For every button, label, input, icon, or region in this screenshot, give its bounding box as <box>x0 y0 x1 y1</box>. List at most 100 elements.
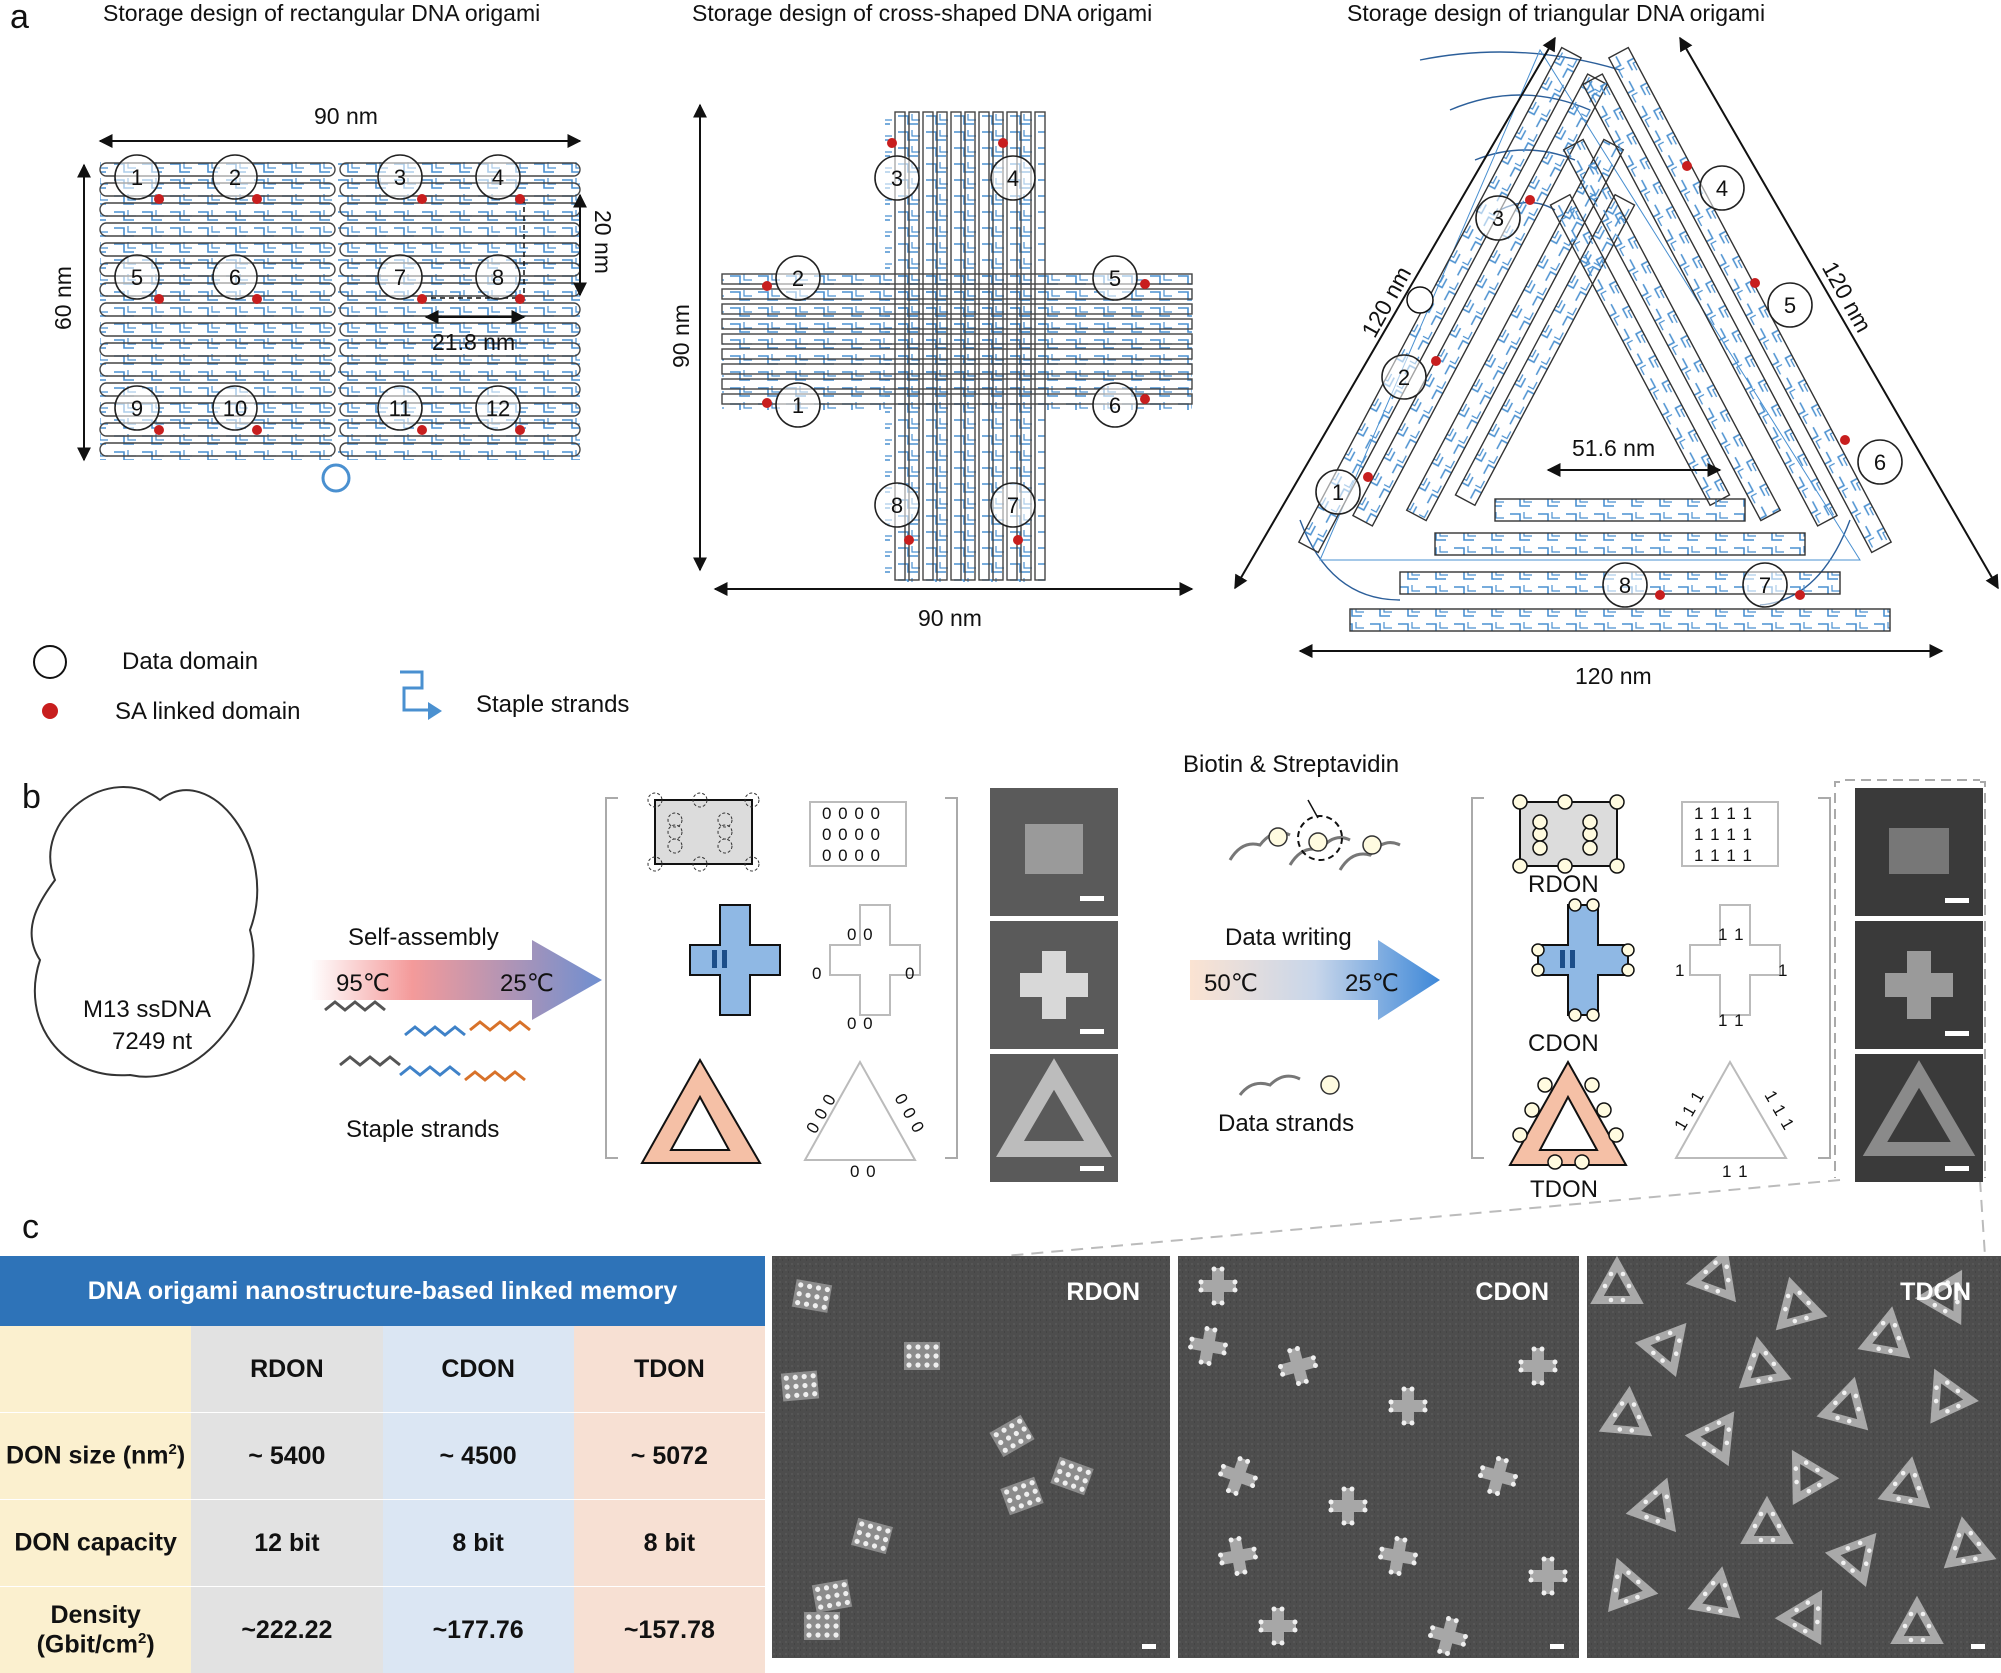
table-row: Density (Gbit/cm2) ~222.22 ~177.76 ~157.… <box>0 1587 765 1673</box>
m13-line2: 7249 nt <box>112 1030 192 1054</box>
svg-text:8: 8 <box>492 265 504 290</box>
svg-text:11: 11 <box>389 396 412 421</box>
svg-text:2: 2 <box>229 165 241 190</box>
write-hot: 50℃ <box>1204 972 1258 996</box>
tri-inner-label: 51.6 nm <box>1572 437 1655 460</box>
staple-label: Staple strands <box>346 1118 499 1142</box>
svg-text:1: 1 <box>792 393 804 418</box>
legend-sa-domain: SA linked domain <box>115 700 300 724</box>
cross-one-right: 1 <box>1778 962 1788 979</box>
table-header-rdon: RDON <box>191 1326 382 1413</box>
cross-zero-top: 0 0 <box>847 926 874 943</box>
tri-bar-bottom-2 <box>1435 533 1805 555</box>
svg-text:7: 7 <box>394 265 406 290</box>
density-tdon: ~157.78 <box>574 1587 765 1673</box>
afm-thumb-tri-written <box>1855 1054 1983 1182</box>
afm-image-tdon-label: TDON <box>1900 1278 1971 1307</box>
rect-width-label: 90 nm <box>314 105 378 128</box>
afm-image-tdon: TDON <box>1587 1256 2001 1658</box>
legend-staple: Staple strands <box>476 693 629 717</box>
rect-zero-row-1: 0 0 0 0 <box>822 805 881 822</box>
size-tdon: ~ 5072 <box>574 1413 765 1500</box>
afm-thumb-rect-written <box>1855 788 1983 916</box>
density-rdon: ~222.22 <box>191 1587 382 1673</box>
tri-bar-right-inner <box>1564 139 1781 520</box>
m13-line1: M13 ssDNA <box>83 998 211 1022</box>
svg-text:10: 10 <box>223 396 247 421</box>
afm-image-rdon: RDON <box>772 1256 1170 1658</box>
svg-text:6: 6 <box>229 265 241 290</box>
svg-text:6: 6 <box>1109 393 1121 418</box>
tri-zero-bottom: 0 0 <box>850 1163 877 1180</box>
svg-text:7: 7 <box>1759 573 1771 598</box>
afm-thumb-cross-blank <box>990 921 1118 1049</box>
rect-vspacing-label: 20 nm <box>591 210 614 274</box>
sa-domain-icon <box>42 703 58 719</box>
capacity-rdon: 12 bit <box>191 1500 382 1587</box>
svg-text:4: 4 <box>1007 166 1019 191</box>
rdon-label: RDON <box>1528 873 1599 897</box>
biotin-label: Biotin & Streptavidin <box>1183 753 1399 777</box>
svg-text:4: 4 <box>1716 176 1728 201</box>
rect-title: Storage design of rectangular DNA origam… <box>103 2 540 25</box>
cross-title: Storage design of cross-shaped DNA origa… <box>692 2 1152 25</box>
staple-strand-icon <box>400 672 430 710</box>
cross-zero-bottom: 0 0 <box>847 1015 874 1032</box>
write-cool: 25℃ <box>1345 972 1399 996</box>
cross-zero-right: 0 <box>905 965 915 982</box>
tri-bottom-label: 120 nm <box>1575 665 1652 688</box>
svg-text:9: 9 <box>131 396 143 421</box>
row-label-size: DON size (nm2) <box>0 1413 191 1500</box>
memory-table: DNA origami nanostructure-based linked m… <box>0 1256 765 1673</box>
table-title: DNA origami nanostructure-based linked m… <box>0 1256 765 1326</box>
tri-bar-bottom-4 <box>1350 609 1890 631</box>
cross-zero-left: 0 <box>812 965 822 982</box>
data-writing-label: Data writing <box>1225 926 1352 950</box>
cross-one-top: 1 1 <box>1718 926 1745 943</box>
svg-text:5: 5 <box>1109 266 1121 291</box>
svg-text:4: 4 <box>492 165 504 190</box>
capacity-tdon: 8 bit <box>574 1500 765 1587</box>
table-header-tdon: TDON <box>574 1326 765 1413</box>
panel-a-letter: a <box>10 0 29 34</box>
svg-text:3: 3 <box>394 165 406 190</box>
rect-one-row-2: 1 1 1 1 <box>1694 826 1753 843</box>
rect-one-row-3: 1 1 1 1 <box>1694 847 1753 864</box>
svg-text:1: 1 <box>1332 480 1344 505</box>
panel-b-letter: b <box>22 780 41 814</box>
svg-text:5: 5 <box>131 265 143 290</box>
table-row: DON size (nm2) ~ 5400 ~ 4500 ~ 5072 <box>0 1413 765 1500</box>
tdon-label: TDON <box>1530 1178 1598 1202</box>
temp-cool: 25℃ <box>500 972 554 996</box>
tri-title: Storage design of triangular DNA origami <box>1347 2 1765 25</box>
svg-text:6: 6 <box>1874 450 1886 475</box>
afm-thumb-rect-blank <box>990 788 1118 916</box>
rect-one-row-1: 1 1 1 1 <box>1694 805 1753 822</box>
size-cdon: ~ 4500 <box>383 1413 574 1500</box>
rect-zero-row-3: 0 0 0 0 <box>822 847 881 864</box>
svg-text:8: 8 <box>891 493 903 518</box>
tri-one-bottom: 1 1 <box>1722 1163 1749 1180</box>
afm-image-cdon: CDON <box>1178 1256 1579 1658</box>
afm-image-cdon-label: CDON <box>1475 1278 1549 1307</box>
svg-text:12: 12 <box>486 396 510 421</box>
data-domain-icon <box>34 646 66 678</box>
tri-bar-bottom-1 <box>1495 499 1745 521</box>
density-cdon: ~177.76 <box>383 1587 574 1673</box>
rect-hspacing-label: 21.8 nm <box>432 331 515 354</box>
afm-thumb-tri-blank <box>990 1054 1118 1182</box>
svg-text:3: 3 <box>1492 206 1504 231</box>
capacity-cdon: 8 bit <box>383 1500 574 1587</box>
svg-text:2: 2 <box>1398 365 1410 390</box>
table-header-empty <box>0 1326 191 1413</box>
afm-thumb-cross-written <box>1855 921 1983 1049</box>
table-row: DON capacity 12 bit 8 bit 8 bit <box>0 1500 765 1587</box>
rect-height-label: 60 nm <box>52 266 75 330</box>
row-label-density: Density (Gbit/cm2) <box>0 1587 191 1673</box>
rect-zero-row-2: 0 0 0 0 <box>822 826 881 843</box>
table-header-row: RDON CDON TDON <box>0 1326 765 1413</box>
svg-text:3: 3 <box>891 166 903 191</box>
